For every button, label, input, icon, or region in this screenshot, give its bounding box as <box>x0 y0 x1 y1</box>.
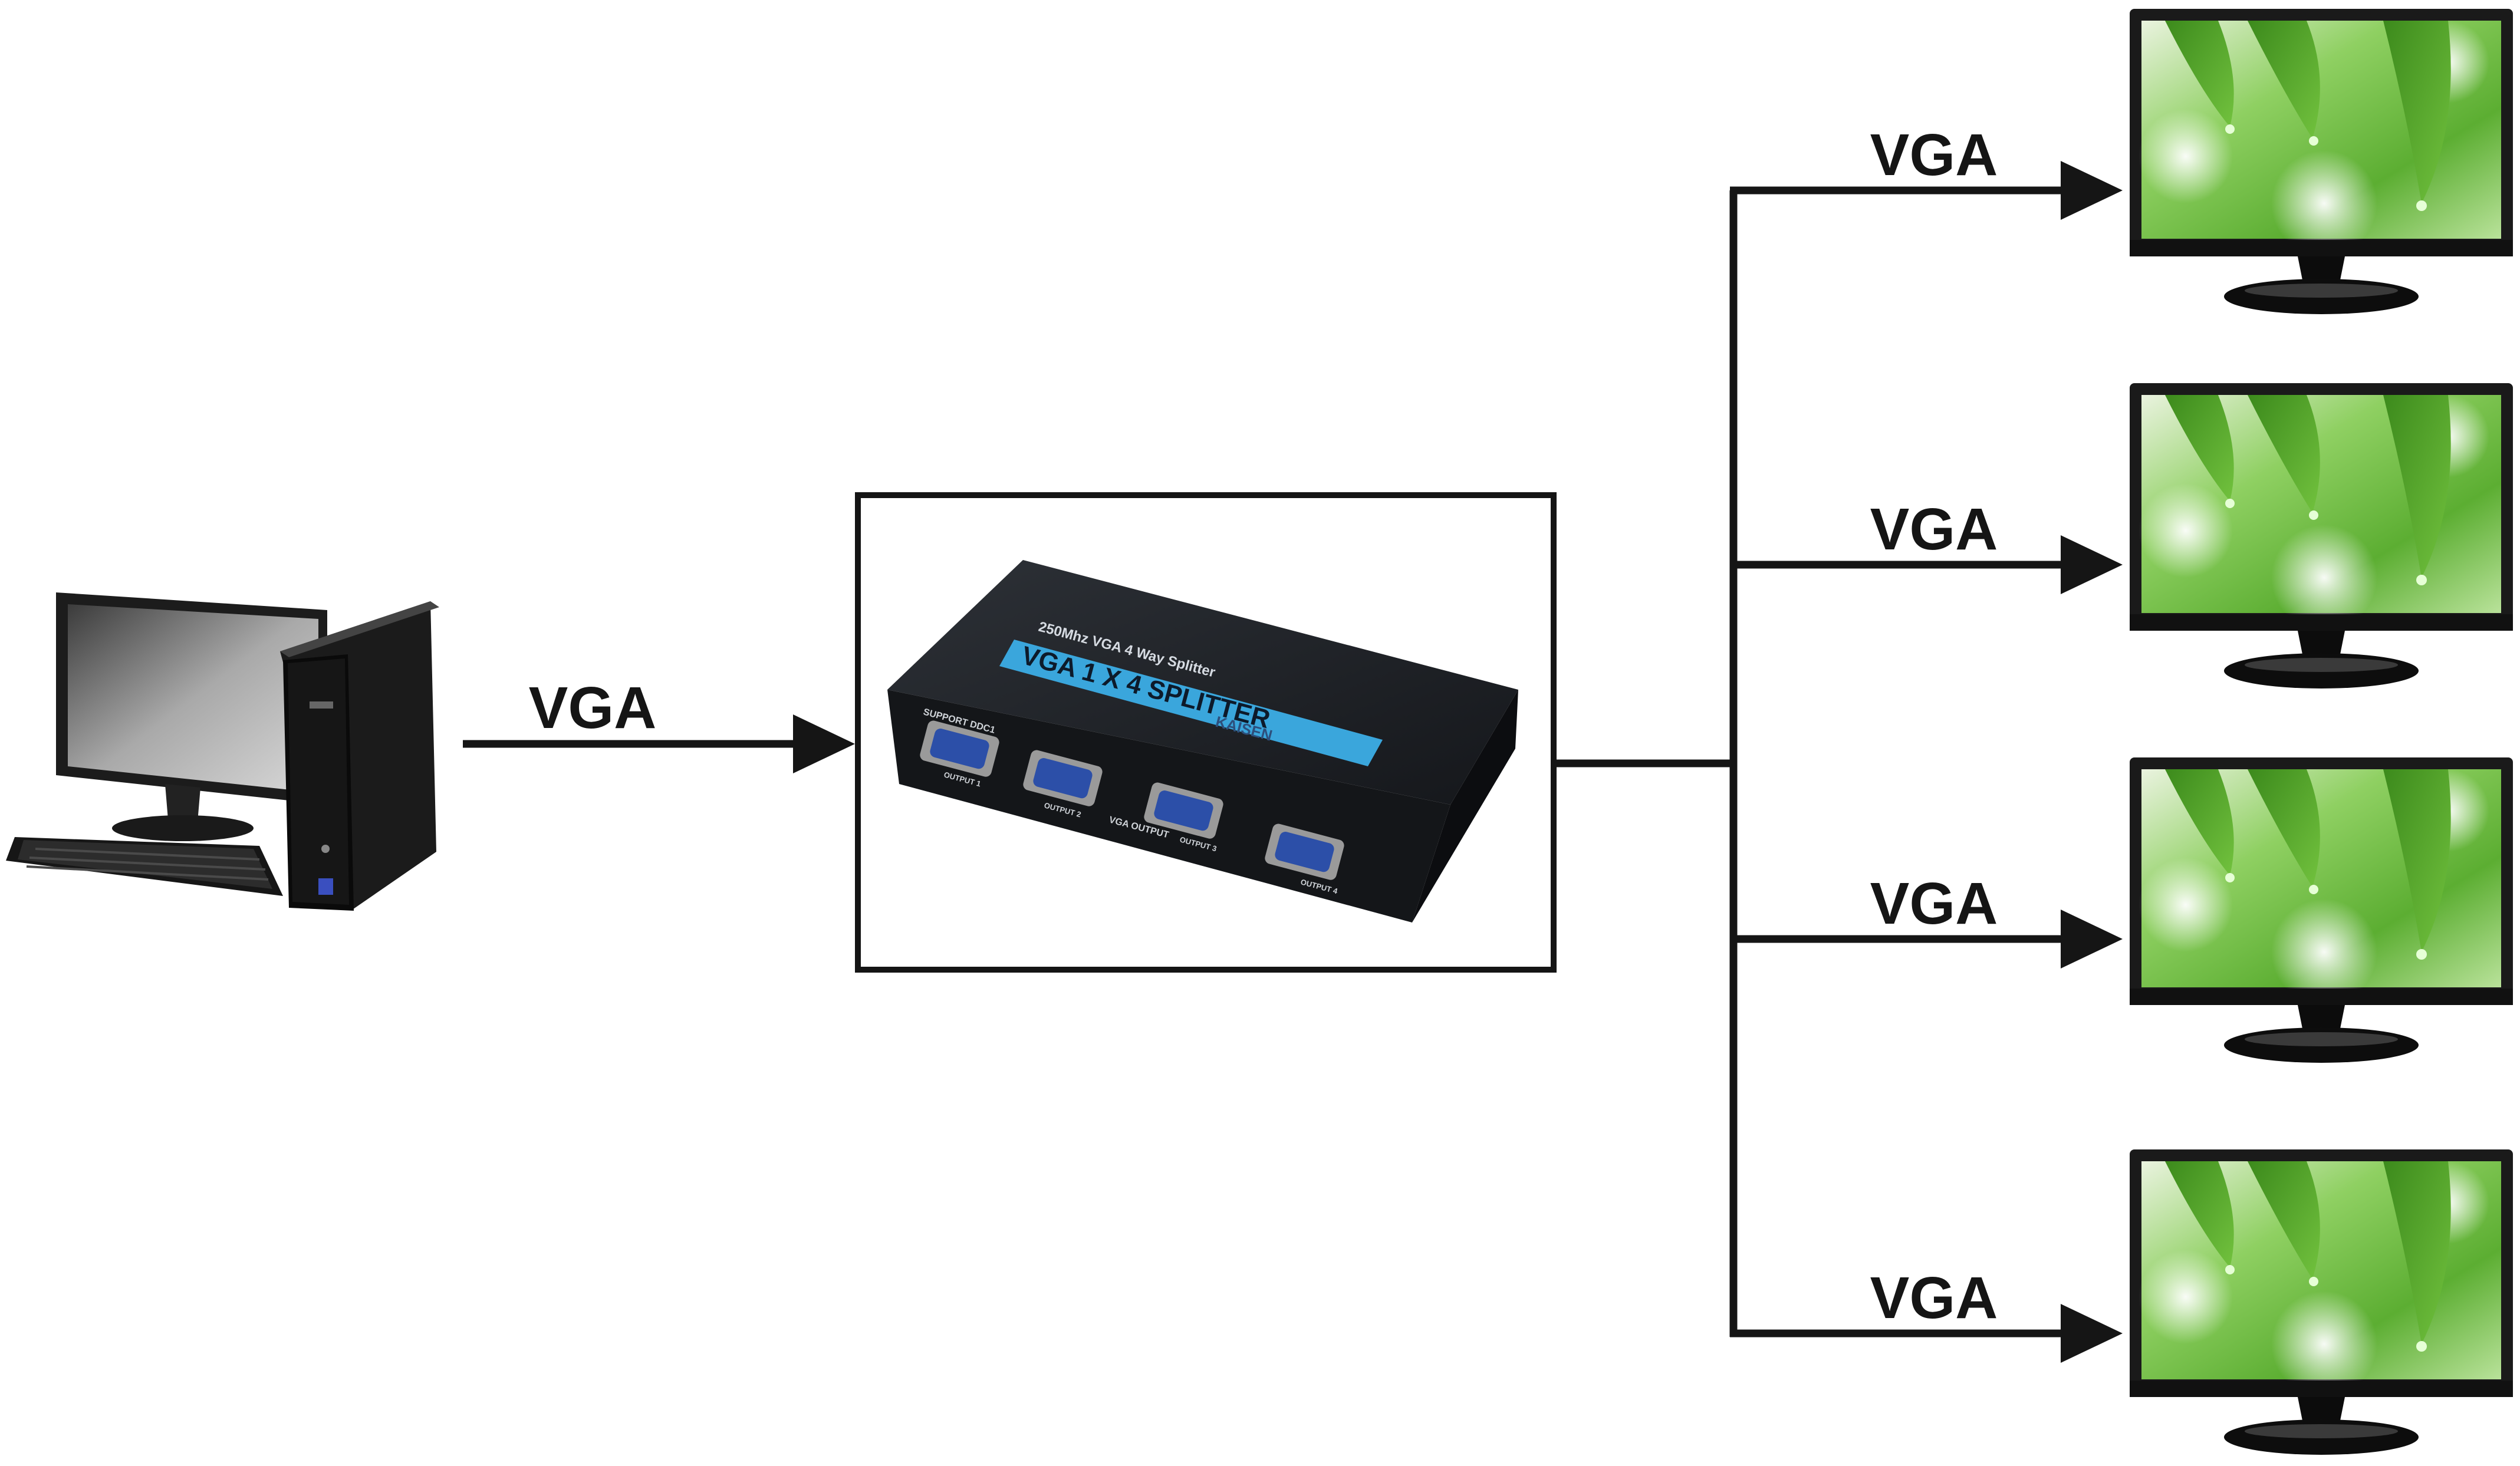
splitter-port-3: OUTPUT 3 <box>1144 782 1223 853</box>
output-branch-3: VGA <box>1730 871 2123 968</box>
splitter-port-4: OUTPUT 4 <box>1265 823 1344 896</box>
output-2-vga-label: VGA <box>1870 496 1998 562</box>
output-1-vga-label: VGA <box>1870 122 1998 188</box>
output-branch-1: VGA <box>1730 122 2123 220</box>
monitor-4-icon <box>2130 1149 2513 1455</box>
output-branch-2: VGA <box>1730 496 2123 594</box>
output-bus <box>1554 190 1738 1337</box>
splitter-box: VGA 1 X 4 SPLITTER 250Mhz VGA 4 Way Spli… <box>855 492 1557 973</box>
output-3-vga-label: VGA <box>1870 871 1998 937</box>
splitter-device-icon: VGA 1 X 4 SPLITTER 250Mhz VGA 4 Way Spli… <box>887 560 1518 923</box>
output-branch-4: VGA <box>1730 1265 2123 1363</box>
input-vga-cable: VGA <box>463 675 855 773</box>
input-vga-label: VGA <box>529 675 657 741</box>
monitor-2-icon <box>2130 383 2513 688</box>
monitor-1-icon <box>2130 9 2513 314</box>
splitter-port-2: OUTPUT 2 <box>1023 750 1103 819</box>
output-4-vga-label: VGA <box>1870 1265 1998 1331</box>
desktop-computer-icon <box>6 592 439 911</box>
monitor-3-icon <box>2130 757 2513 1063</box>
